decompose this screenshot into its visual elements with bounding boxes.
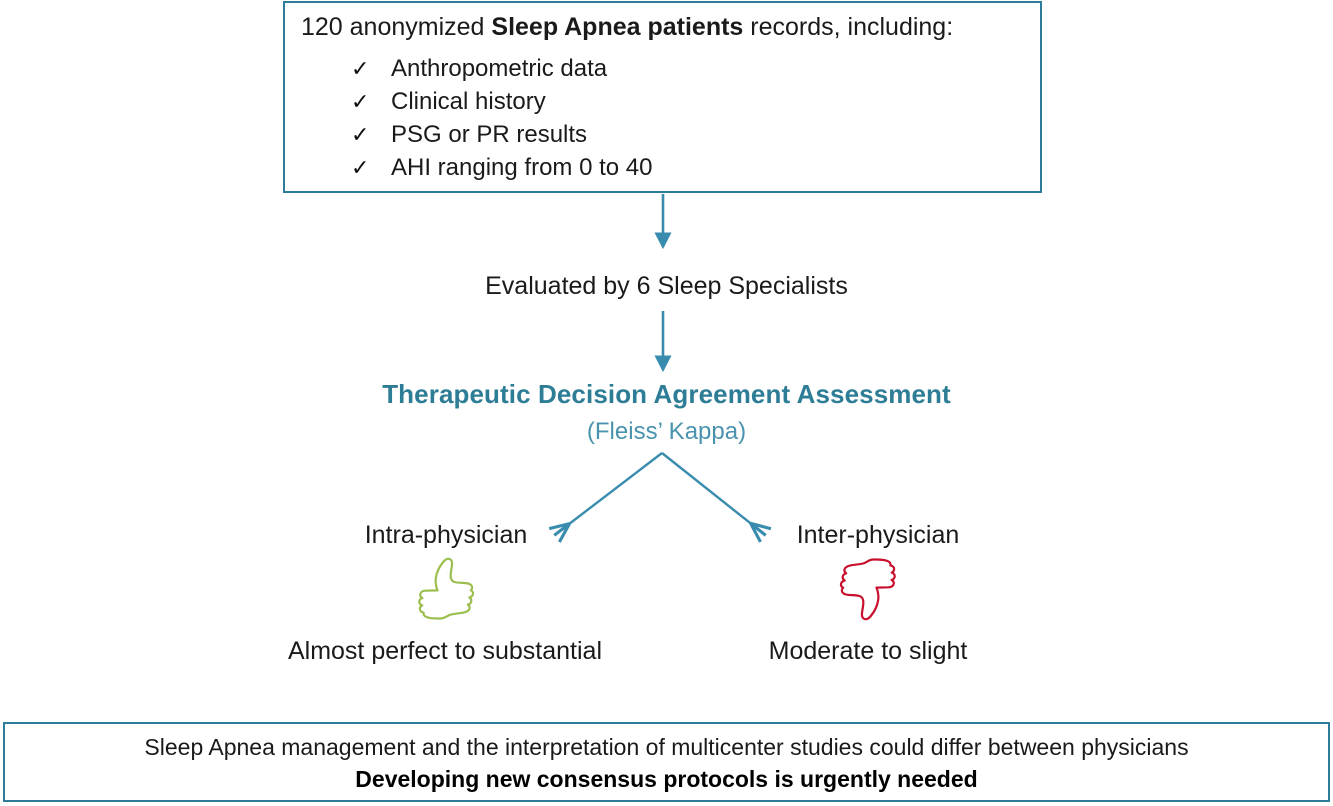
inter-physician-title: Inter-physician bbox=[796, 521, 960, 549]
conclusion-line-2: Developing new consensus protocols is ur… bbox=[355, 766, 978, 792]
check-icon: ✓ bbox=[351, 122, 370, 147]
list-item: ✓ AHI ranging from 0 to 40 bbox=[351, 154, 951, 187]
assessment-subtitle: (Fleiss’ Kappa) bbox=[586, 418, 747, 445]
list-item-label: PSG or PR results bbox=[391, 121, 588, 148]
list-item-label: AHI ranging from 0 to 40 bbox=[391, 154, 653, 181]
intra-physician-result: Almost perfect to substantial bbox=[287, 637, 603, 665]
thumbs-up-icon bbox=[386, 556, 506, 627]
intra-physician-title: Intra-physician bbox=[364, 521, 528, 549]
check-icon: ✓ bbox=[351, 89, 370, 114]
records-title-prefix: 120 anonymized bbox=[301, 13, 492, 41]
records-list: ✓ Anthropometric data ✓ Clinical history… bbox=[351, 55, 951, 187]
evaluation-label: Evaluated by 6 Sleep Specialists bbox=[485, 272, 848, 300]
conclusion-line-1: Sleep Apnea management and the interpret… bbox=[144, 734, 1189, 760]
list-item: ✓ Anthropometric data bbox=[351, 55, 951, 88]
conclusion-box: Sleep Apnea management and the interpret… bbox=[3, 722, 1330, 802]
check-icon: ✓ bbox=[351, 155, 370, 180]
list-item: ✓ Clinical history bbox=[351, 88, 951, 121]
records-title-suffix: records, including: bbox=[743, 13, 954, 41]
list-item-label: Anthropometric data bbox=[391, 55, 608, 82]
records-box-title: 120 anonymized Sleep Apnea patients reco… bbox=[301, 11, 953, 43]
list-item: ✓ PSG or PR results bbox=[351, 121, 951, 154]
assessment-heading: Therapeutic Decision Agreement Assessmen… bbox=[382, 379, 951, 409]
records-title-emphasis: Sleep Apnea patients bbox=[491, 13, 744, 41]
inter-physician-result: Moderate to slight bbox=[768, 637, 968, 665]
records-box: 120 anonymized Sleep Apnea patients reco… bbox=[283, 1, 1042, 193]
check-icon: ✓ bbox=[351, 56, 370, 81]
thumbs-down-icon bbox=[808, 556, 928, 627]
list-item-label: Clinical history bbox=[391, 88, 546, 115]
